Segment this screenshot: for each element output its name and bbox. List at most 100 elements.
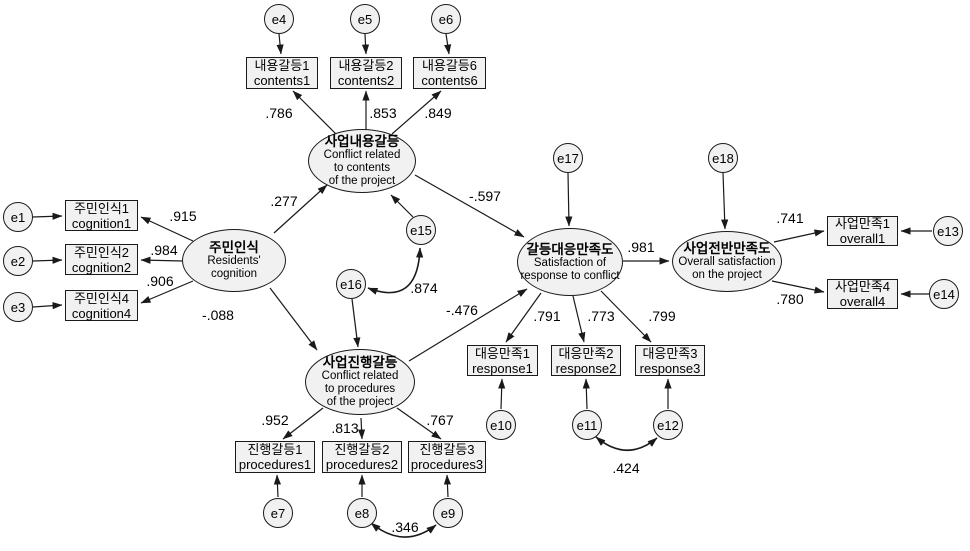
path-e11-to-response2 [582, 378, 590, 410]
coef-procedures-to-procedures2: .813 [331, 420, 359, 436]
path-e5-to-contents2 [361, 33, 370, 55]
coef-procedures-to-satisfaction: -.476 [446, 302, 478, 318]
path-e3-to-cognition4 [32, 302, 63, 310]
path-e9-to-procedures3 [443, 474, 452, 498]
observed-contents6: 내용갈등6 contents6 [413, 57, 486, 89]
path-procedures-conflict-to-procedures2 [357, 417, 366, 440]
coef-contents-to-contents1: .786 [265, 105, 293, 121]
path-e10-to-response1 [498, 378, 506, 410]
error-e10: e10 [486, 410, 516, 440]
coef-contents-to-contents2: .853 [369, 105, 397, 121]
coef-satisfaction-to-response3: .799 [648, 308, 676, 324]
observed-contents1: 내용갈등1 contents1 [246, 57, 318, 89]
path-e4-to-contents1 [276, 33, 284, 55]
path-e2-to-cognition2 [32, 256, 63, 264]
latent-contents-conflict-korean-label: 사업내용갈등 [324, 134, 400, 149]
coef-contents-to-contents6: .849 [424, 105, 452, 121]
latent-procedures-conflict-english-label: Conflict related to procedures of the pr… [321, 370, 399, 408]
observed-response2: 대응만족2 response2 [551, 345, 621, 376]
error-e17: e17 [553, 143, 583, 173]
error-e8: e8 [347, 498, 377, 528]
error-e11: e11 [572, 410, 602, 440]
path-e16-to-procedures-conflict [351, 298, 361, 348]
coef-cognition-to-procedures: -.088 [202, 307, 234, 323]
error-e14: e14 [929, 279, 959, 309]
coef-covariance-e15-e16: .874 [410, 280, 438, 296]
error-e15: e15 [406, 215, 436, 245]
latent-overall-english-label: Overall satisfaction on the project [678, 256, 776, 281]
latent-procedures-conflict: 사업진행갈등 Conflict related to procedures of… [305, 349, 415, 415]
path-overall-to-overall4 [771, 280, 825, 294]
error-e6: e6 [431, 4, 461, 34]
observed-cognition1: 주민인식1 cognition1 [65, 200, 138, 231]
error-e16: e16 [336, 269, 366, 299]
observed-cognition2: 주민인식2 cognition2 [65, 244, 138, 275]
error-e13: e13 [933, 216, 963, 246]
coef-satisfaction-to-overall: .981 [627, 239, 655, 255]
error-e3: e3 [3, 292, 33, 322]
coef-cognition-to-contents: .277 [270, 193, 298, 209]
error-e2: e2 [3, 246, 33, 276]
coef-cognition-to-cognition2: .984 [150, 242, 178, 258]
path-procedures-conflict-to-satisfaction [408, 288, 528, 362]
error-e4: e4 [264, 4, 294, 34]
path-satisfaction-to-response2 [572, 295, 586, 343]
observed-response3: 대응만족3 response3 [635, 345, 705, 376]
latent-satisfaction-english-label: Satisfaction of response to conflict [520, 256, 620, 282]
observed-procedures1: 진행갈등1 procedures1 [235, 441, 315, 473]
path-e17-to-satisfaction [565, 172, 573, 227]
path-satisfaction-to-response1 [505, 292, 542, 343]
observed-overall4: 사업만족4 overall4 [827, 279, 898, 309]
error-e9: e9 [433, 498, 463, 528]
path-procedures-conflict-to-procedures1 [282, 407, 324, 440]
path-contents-conflict-to-contents1 [292, 90, 337, 135]
path-e18-to-overall [721, 172, 729, 230]
error-e12: e12 [653, 410, 683, 440]
path-e6-to-contents6 [444, 33, 452, 55]
coef-procedures-to-procedures3: .767 [426, 412, 454, 428]
latent-residents-cognition: 주민인식 Residents' cognition [182, 229, 286, 292]
path-cognition-to-contents-conflict [273, 184, 328, 234]
coef-covariance-e8-e9: .346 [391, 519, 419, 535]
coef-cognition-to-cognition1: .915 [169, 208, 197, 224]
path-overall-to-overall1 [773, 229, 825, 243]
path-contents-conflict-to-contents6 [391, 90, 442, 135]
latent-procedures-conflict-korean-label: 사업진행갈등 [322, 355, 398, 370]
coef-overall-to-overall4: .780 [776, 291, 804, 307]
latent-residents-cognition-english-label: Residents' cognition [207, 255, 261, 280]
latent-residents-cognition-korean-label: 주민인식 [209, 240, 259, 255]
latent-contents-conflict: 사업내용갈등 Conflict related to contents of t… [308, 129, 416, 193]
coef-overall-to-overall1: .741 [776, 210, 804, 226]
observed-procedures3: 진행갈등3 procedures3 [408, 441, 486, 473]
coef-cognition-to-cognition4: .906 [146, 273, 174, 289]
path-contents-conflict-to-satisfaction [414, 174, 525, 238]
observed-response1: 대응만족1 response1 [467, 345, 538, 376]
path-satisfaction-to-response3 [600, 290, 652, 343]
path-cognition-to-cognition2 [140, 256, 183, 264]
error-e18: e18 [708, 143, 738, 173]
observed-procedures2: 진행갈등2 procedures2 [322, 441, 402, 473]
observed-overall1: 사업만족1 overall1 [827, 216, 898, 246]
coef-procedures-to-procedures1: .952 [261, 412, 289, 428]
path-e1-to-cognition1 [32, 212, 63, 220]
coef-covariance-e11-e12: .424 [612, 460, 640, 476]
path-cognition-to-procedures-conflict [269, 287, 318, 351]
observed-contents2: 내용갈등2 contents2 [330, 57, 402, 89]
path-procedures-conflict-to-procedures3 [396, 407, 442, 440]
covariance-e8-e9 [370, 522, 437, 538]
path-cognition-to-cognition1 [140, 216, 194, 242]
error-e1: e1 [3, 202, 33, 232]
path-cognition-to-cognition4 [140, 280, 194, 304]
error-e5: e5 [350, 4, 380, 34]
covariance-e15-e16 [367, 247, 424, 295]
latent-contents-conflict-english-label: Conflict related to contents of the proj… [323, 149, 401, 187]
latent-satisfaction-of-response: 갈등대응만족도 Satisfaction of response to conf… [517, 228, 623, 296]
latent-overall-korean-label: 사업전반만족도 [683, 241, 771, 256]
covariance-e11-e12 [595, 436, 658, 451]
error-e7: e7 [263, 498, 293, 528]
latent-overall-satisfaction: 사업전반만족도 Overall satisfaction on the proj… [672, 231, 782, 292]
coef-satisfaction-to-response1: .791 [533, 308, 561, 324]
coef-satisfaction-to-response2: .773 [587, 308, 615, 324]
